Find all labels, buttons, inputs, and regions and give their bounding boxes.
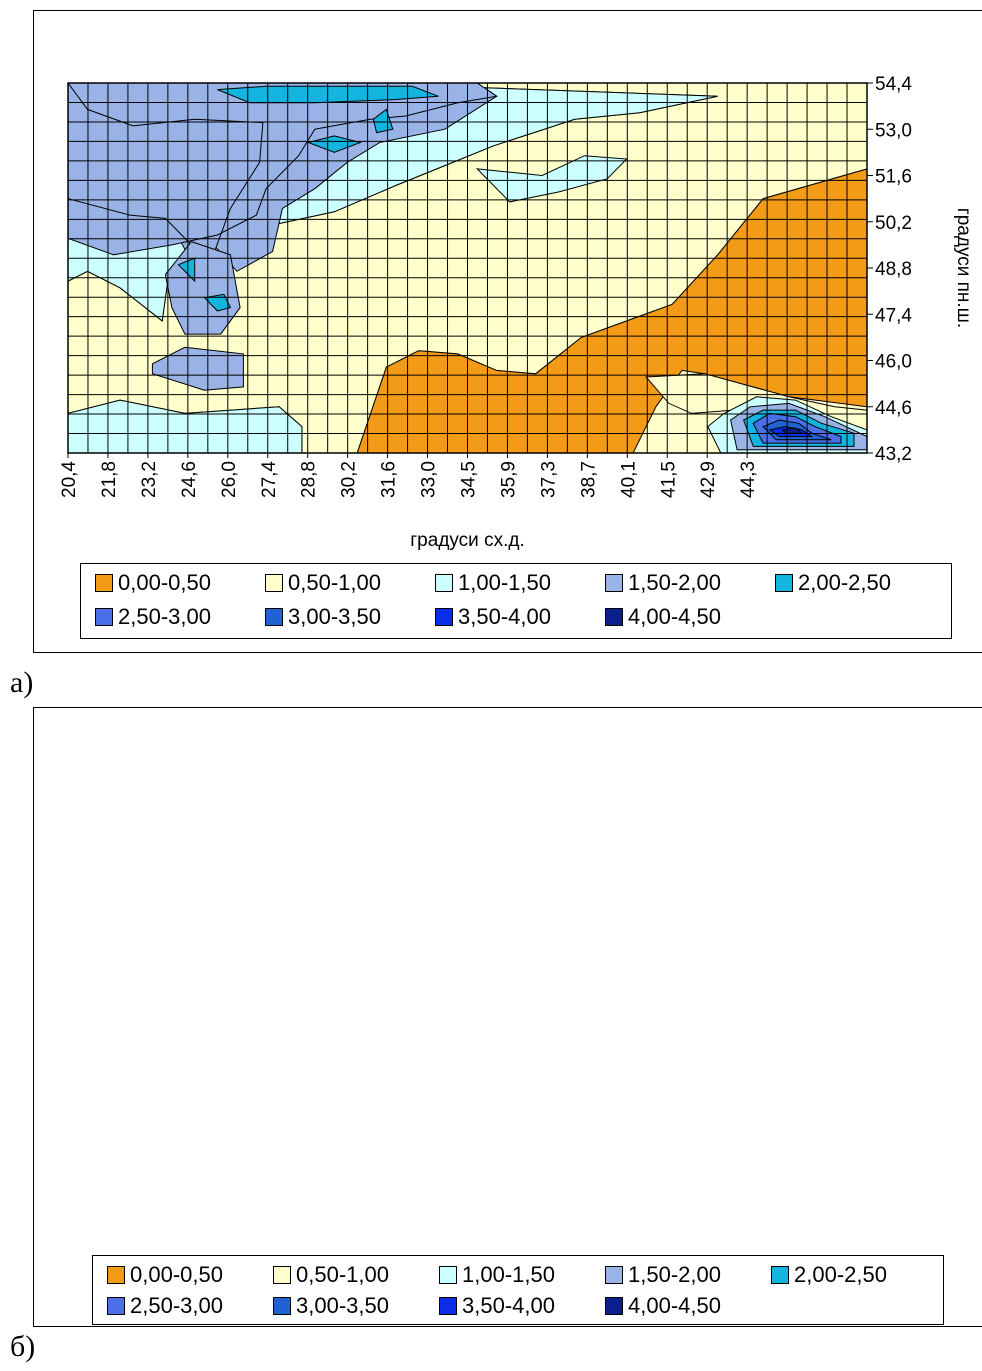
legend-item-a-0: 0,00-0,50 [95, 570, 211, 596]
contour-region-a-15 [203, 293, 232, 312]
x-tick-label-a-8: 31,6 [379, 461, 400, 498]
y-tick-label-a-2: 51,6 [875, 167, 912, 188]
legend-item-b-1: 0,50-1,00 [273, 1262, 389, 1288]
legend-swatch-b-5 [107, 1297, 125, 1315]
y-tick-label-a-8: 43,2 [875, 444, 912, 465]
legend-swatch-a-8 [605, 608, 623, 626]
legend-label-b-3: 1,50-2,00 [628, 1262, 721, 1287]
y-tick-label-a-5: 47,4 [875, 305, 912, 326]
legend-label-b-4: 2,00-2,50 [794, 1262, 887, 1287]
legend-item-b-5: 2,50-3,00 [107, 1293, 223, 1319]
x-tick-label-a-6: 28,8 [299, 461, 320, 498]
legend-swatch-b-4 [771, 1266, 789, 1284]
legend-swatch-b-8 [605, 1297, 623, 1315]
legend-swatch-b-3 [605, 1266, 623, 1284]
x-tick-label-a-15: 41,5 [658, 461, 679, 498]
contour-region-a-8 [151, 346, 244, 391]
legend-swatch-b-0 [107, 1266, 125, 1284]
legend-item-b-7: 3,50-4,00 [439, 1293, 555, 1319]
x-tick-label-a-11: 35,9 [498, 461, 519, 498]
legend-label-b-8: 4,00-4,50 [628, 1293, 721, 1318]
legend-label-a-5: 2,50-3,00 [118, 604, 211, 629]
legend-swatch-b-7 [439, 1297, 457, 1315]
legend-label-a-7: 3,50-4,00 [458, 604, 551, 629]
legend-label-b-5: 2,50-3,00 [130, 1293, 223, 1318]
legend-item-a-6: 3,00-3,50 [265, 604, 381, 630]
x-axis-title-a: градуси сх.д. [410, 530, 524, 551]
legend-item-a-1: 0,50-1,00 [265, 570, 381, 596]
legend-item-a-5: 2,50-3,00 [95, 604, 211, 630]
legend-label-a-0: 0,00-0,50 [118, 570, 211, 595]
panel-b-frame [33, 707, 982, 1327]
legend-label-b-1: 0,50-1,00 [296, 1262, 389, 1287]
y-axis-title-a: градуси пн.ш. [953, 208, 974, 328]
y-tick-label-a-4: 48,8 [875, 259, 912, 280]
legend-swatch-a-2 [435, 574, 453, 592]
grid-a [67, 82, 868, 454]
y-tick-label-a-3: 50,2 [875, 213, 912, 234]
legend-swatch-a-0 [95, 574, 113, 592]
legend-label-a-3: 1,50-2,00 [628, 570, 721, 595]
caption-a: а) [10, 666, 34, 699]
x-tick-label-a-14: 40,1 [618, 461, 639, 498]
legend-item-b-2: 1,00-1,50 [439, 1262, 555, 1288]
legend-swatch-a-3 [605, 574, 623, 592]
contour-region-a-7 [68, 83, 499, 263]
legend-swatch-a-1 [265, 574, 283, 592]
legend-a: 0,00-0,50 0,50-1,00 1,00-1,50 1,50-2,00 2,00… [80, 563, 952, 639]
x-tick-label-a-4: 26,0 [219, 461, 240, 498]
x-tick-label-a-13: 38,7 [578, 461, 599, 498]
legend-item-b-8: 4,00-4,50 [605, 1293, 721, 1319]
legend-swatch-b-1 [273, 1266, 291, 1284]
y-tick-label-a-6: 46,0 [875, 352, 912, 373]
legend-label-a-6: 3,00-3,50 [288, 604, 381, 629]
legend-swatch-a-5 [95, 608, 113, 626]
y-tick-label-a-0: 54,4 [875, 74, 912, 95]
legend-item-b-6: 3,00-3,50 [273, 1293, 389, 1319]
legend-swatch-a-7 [435, 608, 453, 626]
x-tick-label-a-17: 44,3 [738, 461, 759, 498]
y-tick-label-a-1: 53,0 [875, 120, 912, 141]
legend-label-b-6: 3,00-3,50 [296, 1293, 389, 1318]
legend-item-a-4: 2,00-2,50 [775, 570, 891, 596]
contour-region-a-14 [177, 257, 196, 283]
x-tick-label-a-5: 27,4 [259, 461, 280, 498]
legend-item-a-3: 1,50-2,00 [605, 570, 721, 596]
x-tick-label-a-7: 30,2 [339, 461, 360, 498]
legend-label-a-8: 4,00-4,50 [628, 604, 721, 629]
x-tick-label-a-10: 34,5 [459, 461, 480, 498]
legend-item-b-0: 0,00-0,50 [107, 1262, 223, 1288]
legend-label-a-1: 0,50-1,00 [288, 570, 381, 595]
legend-swatch-b-6 [273, 1297, 291, 1315]
x-tick-label-a-16: 42,9 [698, 461, 719, 498]
caption-b: б) [10, 1330, 36, 1363]
legend-item-a-8: 4,00-4,50 [605, 604, 721, 630]
legend-label-a-4: 2,00-2,50 [798, 570, 891, 595]
legend-item-a-2: 1,00-1,50 [435, 570, 551, 596]
legend-b: 0,00-0,50 0,50-1,00 1,00-1,50 1,50-2,00 2,00… [92, 1255, 944, 1325]
x-tick-label-a-0: 20,4 [59, 461, 80, 498]
x-tick-label-a-12: 37,3 [538, 461, 559, 498]
legend-label-b-0: 0,00-0,50 [130, 1262, 223, 1287]
legend-label-a-2: 1,00-1,50 [458, 570, 551, 595]
x-tick-label-a-3: 24,6 [179, 461, 200, 498]
legend-label-b-2: 1,00-1,50 [462, 1262, 555, 1287]
x-tick-label-a-2: 23,2 [139, 461, 160, 498]
legend-swatch-a-6 [265, 608, 283, 626]
legend-swatch-a-4 [775, 574, 793, 592]
legend-item-b-4: 2,00-2,50 [771, 1262, 887, 1288]
legend-label-b-7: 3,50-4,00 [462, 1293, 555, 1318]
x-tick-label-a-9: 33,0 [419, 461, 440, 498]
y-tick-label-a-7: 44,6 [875, 398, 912, 419]
legend-item-b-3: 1,50-2,00 [605, 1262, 721, 1288]
plot-a: 20,4 21,8 23,2 24,6 26,0 27,4 28,8 30,2 31,6 33,0… [59, 74, 974, 551]
x-tick-label-a-1: 21,8 [99, 461, 120, 498]
legend-item-a-7: 3,50-4,00 [435, 604, 551, 630]
legend-swatch-b-2 [439, 1266, 457, 1284]
